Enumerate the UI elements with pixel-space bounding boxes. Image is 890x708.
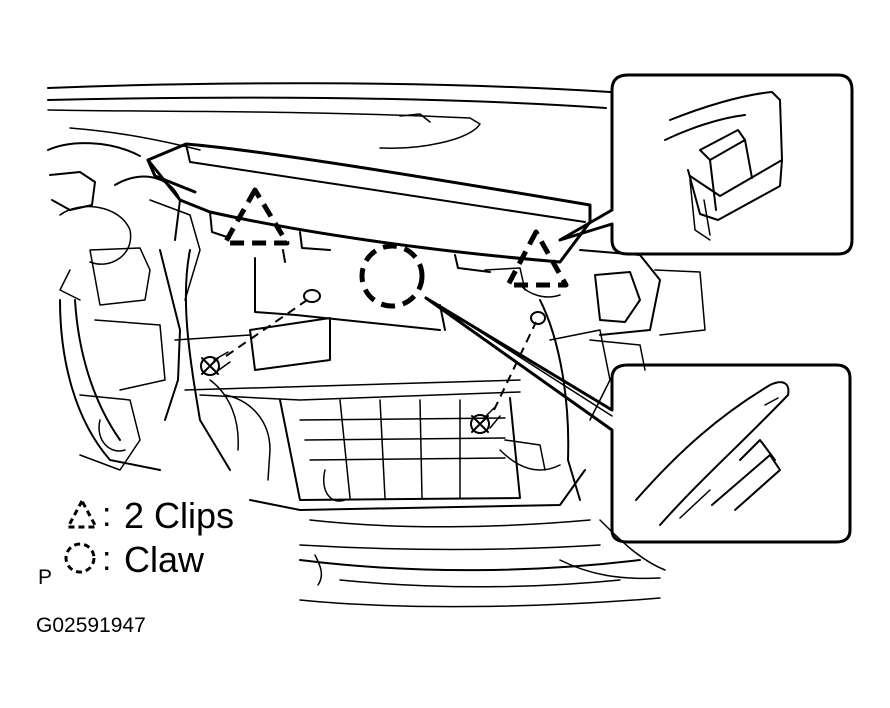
screw-left <box>200 289 321 376</box>
upper-panel <box>146 142 592 331</box>
dashed-triangle-icon <box>65 497 99 529</box>
legend-clips-label: 2 Clips <box>124 495 234 536</box>
dashboard-background <box>47 82 706 608</box>
legend: : 2 Clips : Claw P <box>38 495 234 589</box>
legend-claw-label: Claw <box>124 539 205 580</box>
clip-marker-left <box>222 187 290 246</box>
view-marker-label: P <box>38 566 52 589</box>
clip-detail-callout <box>558 73 854 256</box>
claw-marker <box>359 243 425 309</box>
svg-text::: : <box>102 496 111 534</box>
clip-marker-right <box>505 229 569 288</box>
svg-text::: : <box>102 540 111 578</box>
figure-id-label: G02591947 <box>36 614 146 637</box>
dashed-circle-icon <box>64 542 96 574</box>
claw-detail-callout <box>424 296 852 544</box>
screw-right <box>470 311 546 434</box>
